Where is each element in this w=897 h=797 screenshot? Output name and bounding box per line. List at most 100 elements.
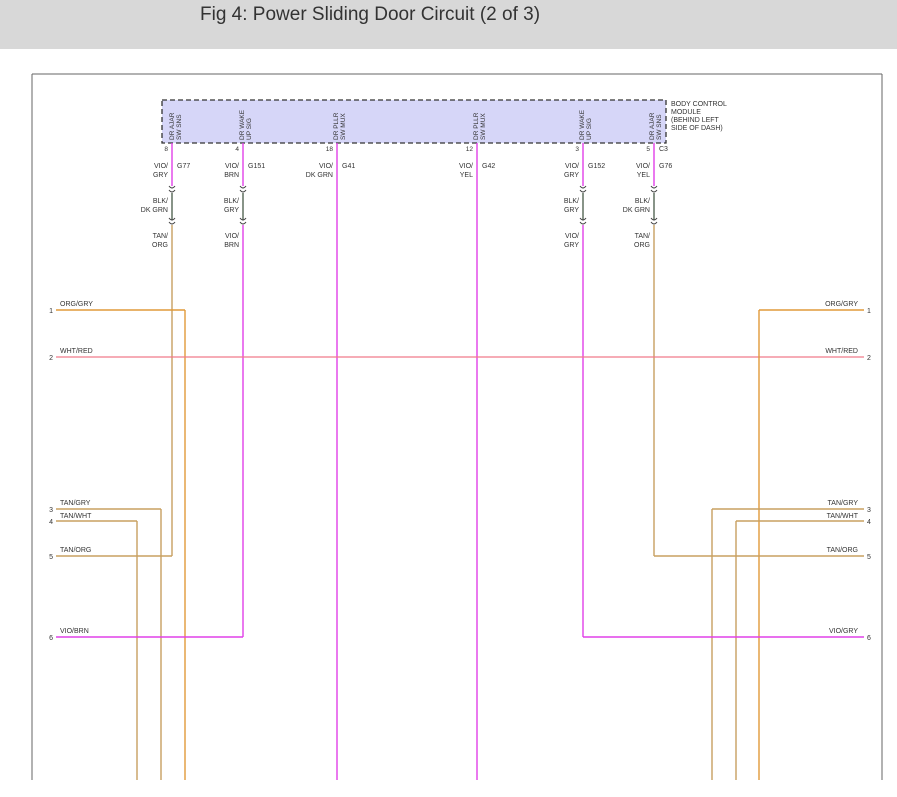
connector-symbol (239, 185, 247, 193)
connector-wire-label: TAN/ORG (827, 547, 858, 554)
blk-label-line-2: DK GRN (623, 207, 650, 214)
splice-label: G77 (177, 163, 190, 170)
wire-color-line-2: GRY (564, 172, 579, 179)
wire-color-line-2: GRY (153, 172, 168, 179)
wire-color-line-1: VIO/ (565, 163, 579, 170)
connector-pin-number: 6 (867, 635, 871, 642)
pin-number: 4 (235, 146, 239, 153)
module-label-line-2: MODULE (671, 109, 701, 116)
connector-symbol (650, 185, 658, 193)
pin-func-line-2: SW SNS (656, 114, 663, 140)
connector-wire-label: TAN/WHT (827, 513, 859, 520)
connector-wire-label: TAN/GRY (60, 500, 91, 507)
blk-label-line-1: BLK/ (564, 198, 579, 205)
pin-number: 12 (466, 146, 474, 153)
pin-func-line-1: DR PLLR (333, 112, 340, 140)
blk-label-line-1: BLK/ (153, 198, 168, 205)
pin-number: 3 (575, 146, 579, 153)
module-connector-label: C3 (659, 146, 668, 153)
pin-18-circuit: DR PLLR SW MUX 18 VIO/ DK GRN G41 (306, 112, 355, 780)
pin-func-line-2: UP SIG (586, 118, 593, 140)
left-connector: 1 ORG/GRY 2 WHT/RED 3 TAN/GRY 4 TAN/WHT … (49, 301, 93, 642)
connector-pin-number: 2 (49, 355, 53, 362)
pin-func-line-1: DR WAKE (579, 109, 586, 140)
splice-label: G42 (482, 163, 495, 170)
blk-label-line-1: BLK/ (224, 198, 239, 205)
splice-label: G76 (659, 163, 672, 170)
connector-pin-number: 6 (49, 635, 53, 642)
pin-4-circuit: DR WAKE UP SIG 4 VIO/ BRN G151 BLK/ GRY … (224, 109, 265, 637)
wire-color-line-2: DK GRN (306, 172, 333, 179)
wire-color-line-2: YEL (637, 172, 650, 179)
pin-func-line-1: DR PLLR (473, 112, 480, 140)
figure-header: Fig 4: Power Sliding Door Circuit (2 of … (0, 0, 897, 49)
out-label-line-1: TAN/ (153, 233, 168, 240)
splice-label: G41 (342, 163, 355, 170)
pin-func-line-2: SW MUX (340, 113, 347, 140)
connector-wire-label: TAN/GRY (828, 500, 859, 507)
out-label-line-2: ORG (152, 242, 168, 249)
connector-wire-label: VIO/GRY (829, 628, 858, 635)
pin-func-line-1: DR AJAR (649, 112, 656, 140)
pin-number: 5 (646, 146, 650, 153)
pin-number: 8 (164, 146, 168, 153)
left-connector-wires (56, 309, 243, 780)
splice-label: G152 (588, 163, 605, 170)
out-label-line-2: GRY (564, 242, 579, 249)
pin-5-circuit: DR AJAR SW SNS 5 VIO/ YEL G76 BLK/ DK GR… (623, 112, 672, 556)
connector-wire-label: TAN/WHT (60, 513, 92, 520)
wire-color-line-2: YEL (460, 172, 473, 179)
pin-func-line-1: DR AJAR (169, 112, 176, 140)
blk-label-line-2: GRY (564, 207, 579, 214)
pin-func-line-1: DR WAKE (239, 109, 246, 140)
out-label-line-1: VIO/ (225, 233, 239, 240)
out-label-line-2: ORG (634, 242, 650, 249)
connector-wire-label: ORG/GRY (60, 301, 93, 308)
wire-color-line-1: VIO/ (225, 163, 239, 170)
splice-label: G151 (248, 163, 265, 170)
blk-label-line-2: DK GRN (141, 207, 168, 214)
wire-color-line-2: BRN (224, 172, 239, 179)
wire-color-line-1: VIO/ (636, 163, 650, 170)
wire-color-line-1: VIO/ (154, 163, 168, 170)
out-label-line-1: TAN/ (635, 233, 650, 240)
wire-color-line-1: VIO/ (319, 163, 333, 170)
connector-wire-label: TAN/ORG (60, 547, 91, 554)
connector-symbol (650, 217, 658, 225)
connector-wire-label: WHT/RED (60, 348, 93, 355)
body-control-module: BODY CONTROL MODULE (BEHIND LEFT SIDE OF… (161, 99, 727, 153)
module-box (161, 99, 667, 144)
out-label-line-2: BRN (224, 242, 239, 249)
connector-pin-number: 3 (49, 507, 53, 514)
connector-pin-number: 2 (867, 355, 871, 362)
connector-wire-label: ORG/GRY (825, 301, 858, 308)
right-connector-wires (583, 309, 864, 780)
module-label-line-4: SIDE OF DASH) (671, 125, 723, 132)
module-label-line-1: BODY CONTROL (671, 101, 727, 108)
blk-label-line-1: BLK/ (635, 198, 650, 205)
out-label-line-1: VIO/ (565, 233, 579, 240)
connector-pin-number: 4 (49, 519, 53, 526)
connector-pin-number: 5 (49, 554, 53, 561)
connector-pin-number: 1 (867, 308, 871, 315)
pin-number: 18 (326, 146, 334, 153)
connector-pin-number: 1 (49, 308, 53, 315)
connector-symbol (579, 185, 587, 193)
module-label-line-3: (BEHIND LEFT (671, 117, 720, 124)
connector-symbol (168, 185, 176, 193)
pin-3-circuit: DR WAKE UP SIG 3 VIO/ GRY G152 BLK/ GRY … (564, 109, 605, 637)
pin-func-line-2: SW SNS (176, 114, 183, 140)
figure-title: Fig 4: Power Sliding Door Circuit (2 of … (200, 4, 541, 25)
blk-label-line-2: GRY (224, 207, 239, 214)
connector-pin-number: 5 (867, 554, 871, 561)
connector-wire-label: WHT/RED (825, 348, 858, 355)
pin-func-line-2: UP SIG (246, 118, 253, 140)
pin-8-circuit: DR AJAR SW SNS 8 VIO/ GRY G77 BLK/ DK GR… (141, 112, 190, 556)
connector-symbol (239, 217, 247, 225)
connector-symbol (579, 217, 587, 225)
pin-func-line-2: SW MUX (480, 113, 487, 140)
right-connector: 1 ORG/GRY 2 WHT/RED 3 TAN/GRY 4 TAN/WHT … (825, 301, 871, 642)
connector-pin-number: 4 (867, 519, 871, 526)
diagram-frame (31, 73, 883, 780)
